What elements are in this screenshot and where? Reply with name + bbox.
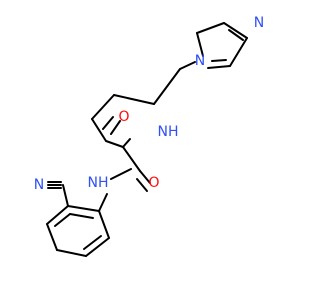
bond	[122, 146, 141, 172]
nitrile-group	[47, 181, 69, 207]
bond	[91, 94, 115, 120]
bond	[223, 22, 248, 39]
bond	[98, 193, 108, 212]
propyl-chain	[91, 61, 196, 142]
oxygen-top-label: O	[118, 109, 129, 125]
bond	[229, 37, 248, 67]
oxamide-core	[102, 116, 151, 192]
bond	[179, 61, 196, 70]
bond	[56, 249, 87, 257]
structure-canvas: N N NH NH O O N	[33, 15, 265, 257]
bond	[67, 205, 100, 212]
benzonitrile-ring	[46, 193, 110, 257]
bond	[46, 223, 58, 251]
bond	[228, 29, 244, 41]
imidazole-ring	[196, 22, 248, 69]
bond	[62, 184, 69, 207]
imidazole-n1-label: N	[195, 53, 205, 69]
bond	[136, 178, 148, 192]
bond	[122, 138, 131, 148]
oxygen-bottom-label: O	[148, 175, 159, 191]
structure-drawing: N N NH NH O O N	[34, 15, 264, 257]
bond	[113, 94, 155, 105]
bond	[196, 32, 204, 57]
bond	[102, 116, 114, 130]
bond	[110, 120, 121, 135]
bond	[91, 118, 107, 142]
bond	[98, 210, 110, 239]
cyano-n-label: N	[34, 177, 44, 193]
bond	[69, 213, 94, 219]
bond	[83, 235, 102, 250]
bond	[54, 213, 71, 227]
imidazole-n3-label: N	[254, 15, 264, 31]
bond	[110, 168, 132, 180]
bond	[153, 68, 181, 105]
bond	[105, 140, 124, 148]
bond	[207, 65, 231, 69]
amide-nh-bottom-label: NH	[88, 175, 109, 191]
amide-nh-top-label: NH	[158, 124, 179, 140]
bond	[46, 205, 69, 225]
bond	[139, 170, 151, 184]
bond	[211, 59, 227, 62]
bond	[196, 22, 225, 34]
bond	[85, 237, 110, 257]
